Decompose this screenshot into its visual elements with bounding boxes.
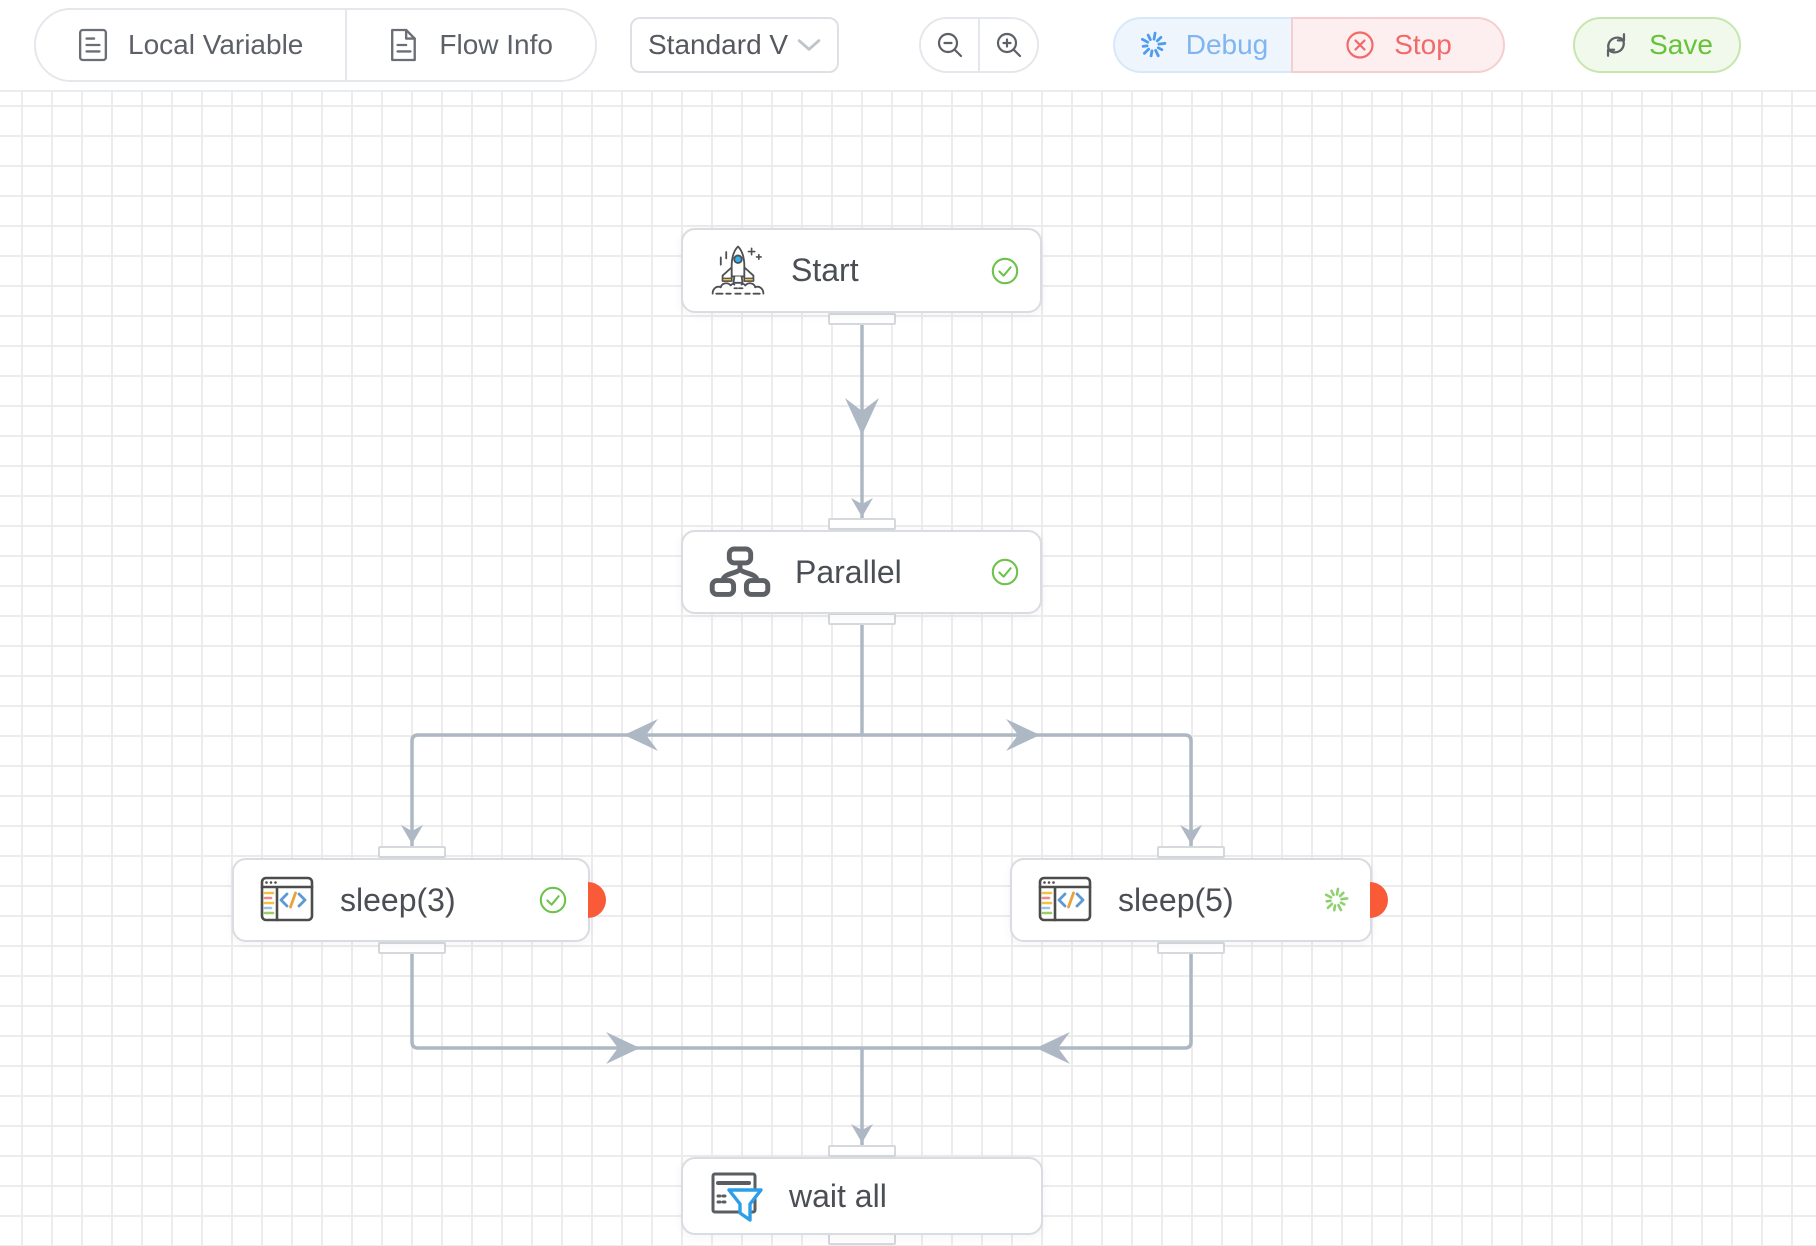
node-waitall[interactable]: wait all	[681, 1157, 1043, 1235]
save-label: Save	[1649, 29, 1713, 60]
code-window-icon	[260, 876, 316, 924]
breakpoint-marker[interactable]	[1370, 882, 1388, 918]
filter-icon	[709, 1168, 765, 1224]
edge-parallel-sleep3	[410, 733, 862, 846]
node-label: wait all	[789, 1177, 887, 1214]
status-success-icon	[538, 885, 568, 915]
node-label: sleep(5)	[1118, 881, 1234, 918]
zoom-in-button[interactable]	[980, 19, 1037, 71]
edges-layer	[401, 325, 1202, 1145]
flow-info-button[interactable]: Flow Info	[347, 10, 595, 80]
flow-info-label: Flow Info	[439, 29, 553, 60]
zoom-out-button[interactable]	[921, 19, 978, 71]
edge-sleep3-waitall	[410, 954, 862, 1050]
node-label: Parallel	[795, 553, 902, 590]
variable-flow-button-group: Local Variable Flow Info	[34, 8, 597, 82]
run-control-group: Debug Stop	[1113, 17, 1505, 73]
local-variable-button[interactable]: Local Variable	[36, 10, 346, 80]
connector-port-sleep3-bottom[interactable]	[378, 942, 446, 954]
node-label: Start	[791, 252, 859, 288]
breakpoint-marker[interactable]	[588, 882, 606, 918]
circle-close-icon	[1344, 29, 1376, 61]
stop-label: Stop	[1394, 29, 1452, 60]
node-parallel[interactable]: Parallel	[681, 530, 1042, 614]
magnifier-plus-icon	[994, 30, 1024, 60]
loading-spinner-icon	[1138, 30, 1168, 60]
status-success-icon	[990, 256, 1020, 286]
rocket-icon	[709, 242, 767, 300]
parallel-branch-icon	[709, 546, 771, 598]
note-document-icon	[78, 27, 108, 63]
connector-port-start-bottom[interactable]	[828, 313, 896, 325]
zoom-group-divider	[978, 19, 980, 71]
workflow-type-select[interactable]: Standard V	[630, 17, 839, 73]
workflow-type-value: Standard V	[648, 29, 789, 60]
connector-port-sleep5-bottom[interactable]	[1157, 942, 1225, 954]
code-window-icon	[1038, 876, 1094, 924]
connector-port-parallel-top[interactable]	[828, 518, 896, 530]
stop-button[interactable]: Stop	[1291, 17, 1505, 73]
magnifier-minus-icon	[935, 30, 965, 60]
connector-port-sleep5-top[interactable]	[1157, 846, 1225, 858]
edge-parallel-sleep5	[862, 733, 1193, 846]
status-success-icon	[990, 557, 1020, 587]
debug-label: Debug	[1185, 29, 1269, 60]
node-sleep5[interactable]: sleep(5)	[1010, 858, 1388, 942]
node-sleep3[interactable]: sleep(3)	[232, 858, 606, 942]
node-start[interactable]: Start	[681, 228, 1042, 313]
connector-port-sleep3-top[interactable]	[378, 846, 446, 858]
local-variable-label: Local Variable	[128, 29, 304, 60]
toolbar: Local Variable Flow Info Standard V	[0, 0, 1816, 92]
toolbar-divider	[345, 10, 348, 80]
sync-arrows-icon	[1601, 30, 1631, 60]
save-button[interactable]: Save	[1573, 17, 1741, 73]
node-label: sleep(3)	[340, 881, 456, 918]
debug-button[interactable]: Debug	[1113, 17, 1291, 73]
chevron-down-icon	[797, 38, 821, 52]
arrowheads	[401, 398, 1202, 1143]
page-file-icon	[389, 27, 419, 63]
connector-port-parallel-bottom[interactable]	[828, 613, 896, 625]
connector-port-waitall-top[interactable]	[828, 1145, 896, 1157]
status-running-spinner-icon	[1322, 886, 1350, 914]
zoom-control-group	[919, 17, 1039, 73]
edge-sleep5-waitall	[862, 954, 1193, 1050]
flow-canvas[interactable]: Start Parallel	[0, 90, 1816, 1246]
